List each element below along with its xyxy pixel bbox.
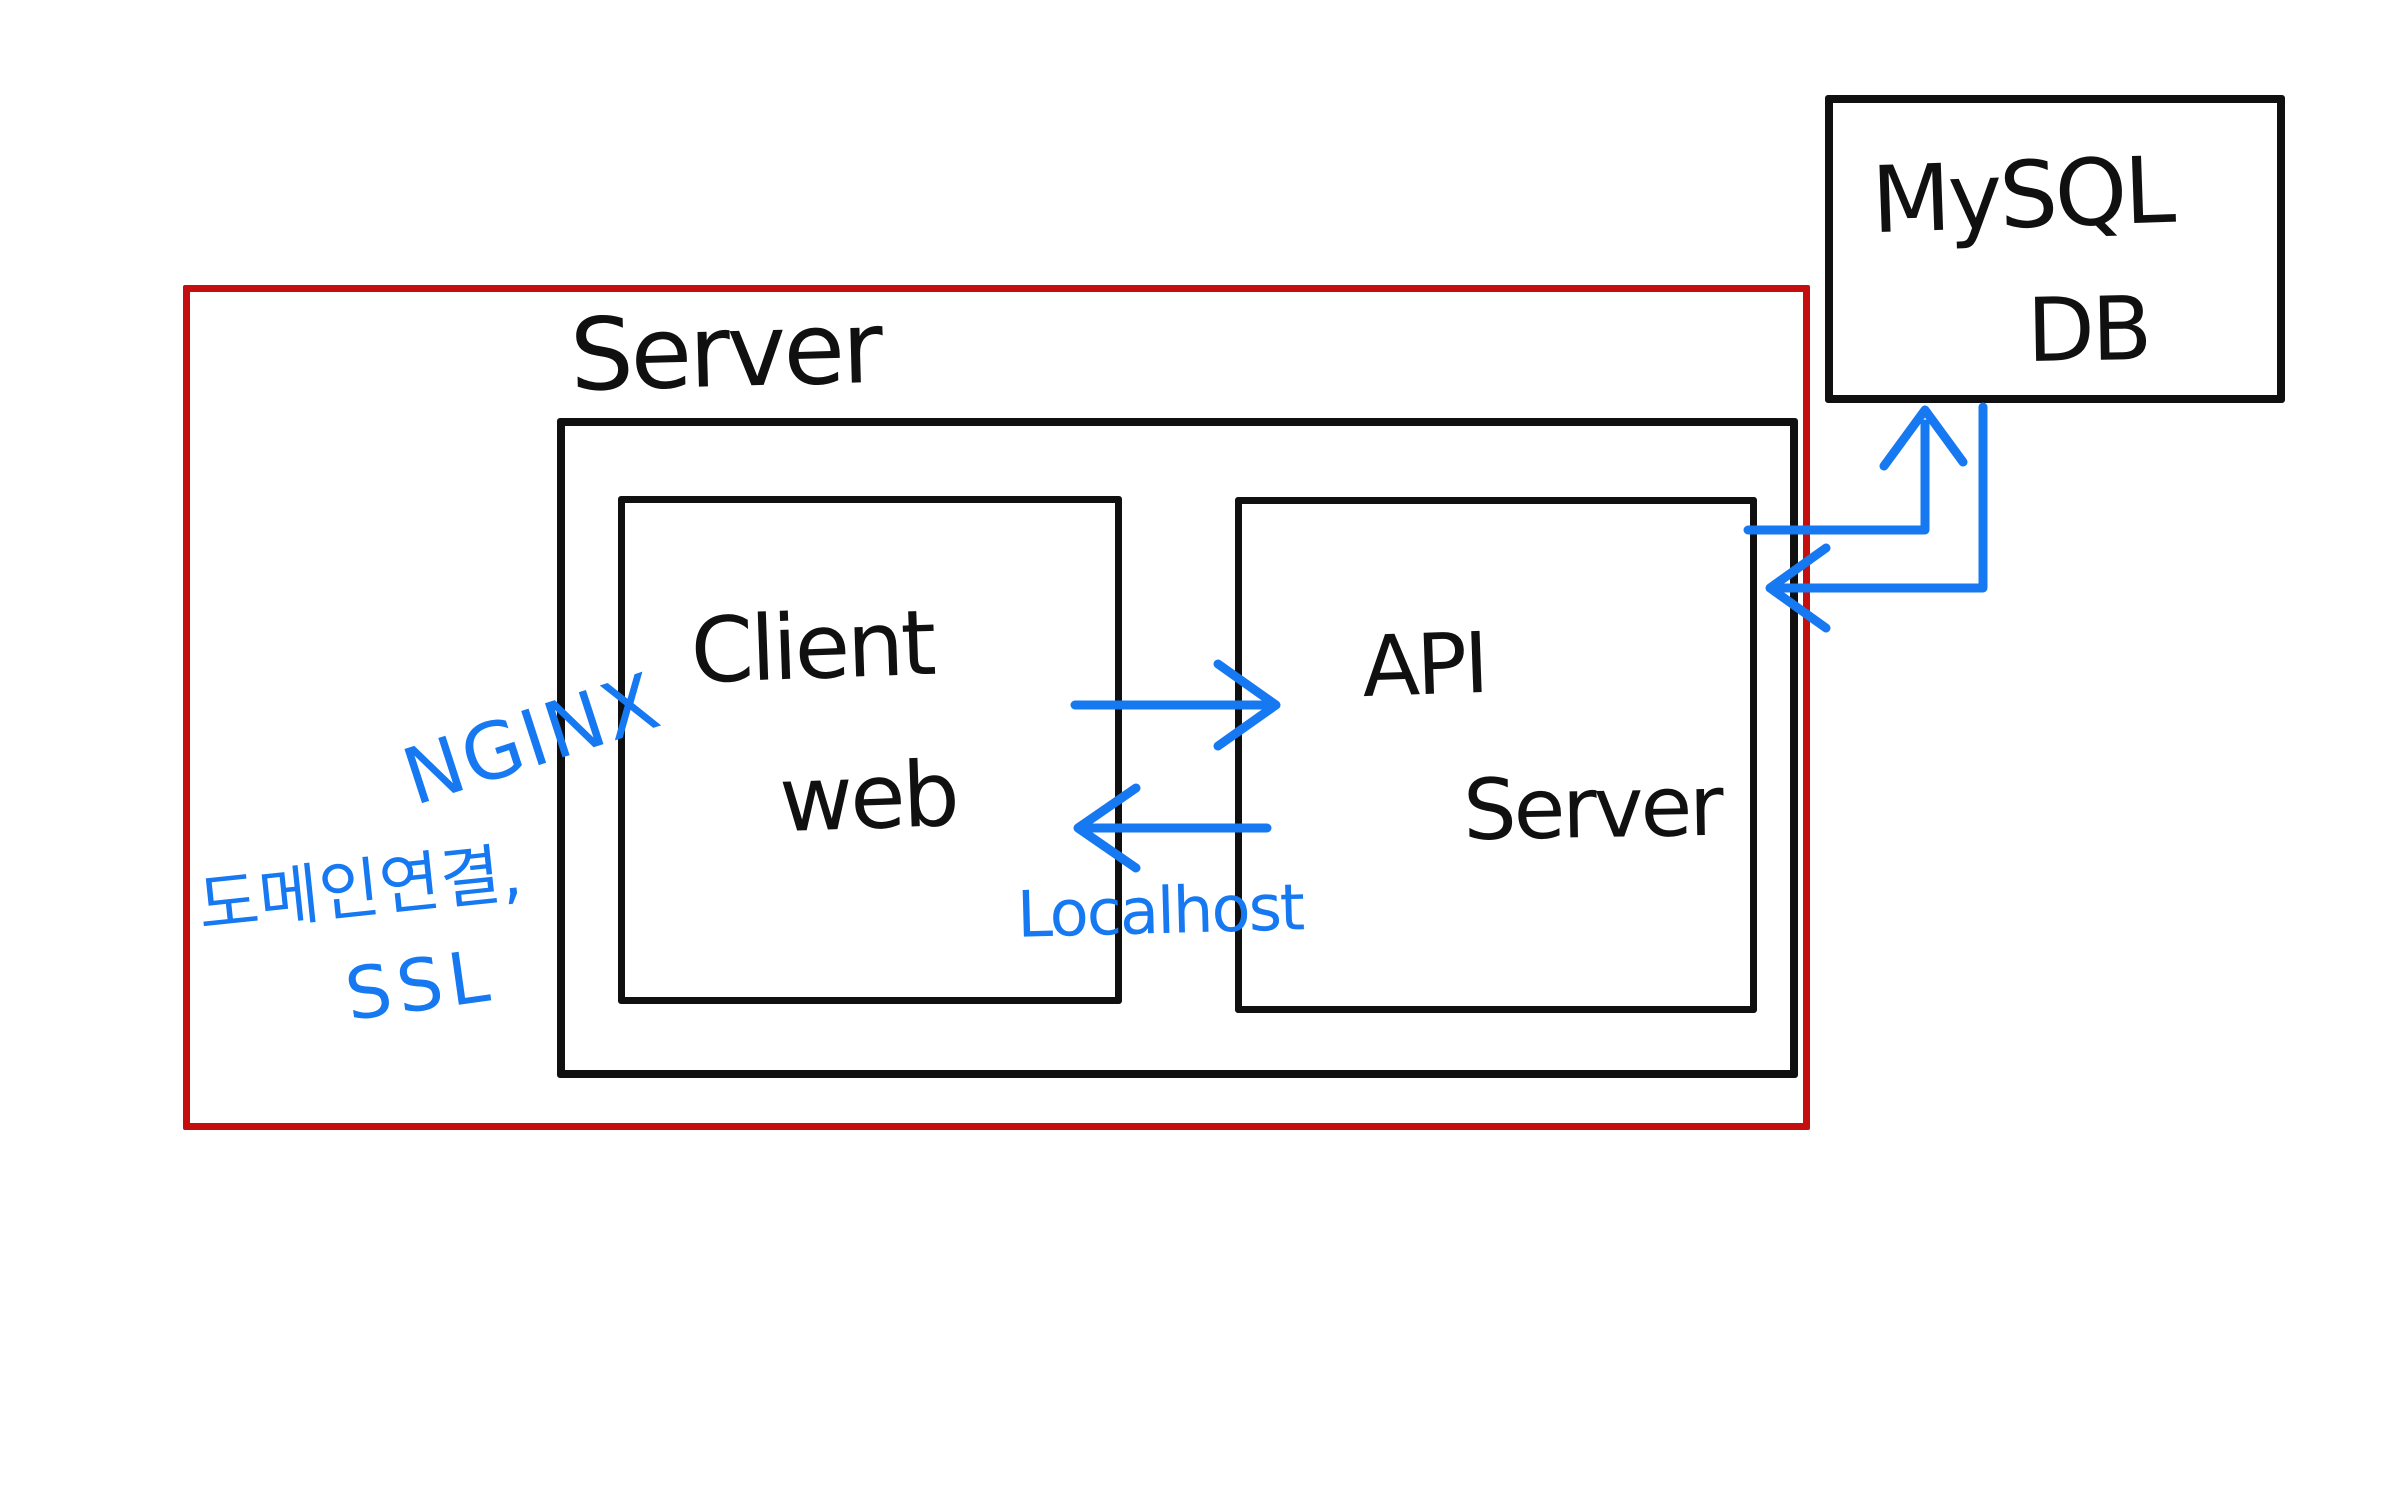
arrow-api-to-mysql	[1743, 405, 1968, 535]
mysql-db-box	[1825, 95, 2285, 403]
red-host-boundary-box	[183, 285, 1810, 1130]
arrow-mysql-to-api	[1765, 402, 1988, 633]
arrow-client-to-api	[1070, 659, 1281, 751]
api-server-box	[1235, 497, 1757, 1013]
client-web-box	[618, 496, 1122, 1004]
arrow-api-to-client	[1073, 783, 1272, 873]
server-box	[557, 418, 1798, 1078]
